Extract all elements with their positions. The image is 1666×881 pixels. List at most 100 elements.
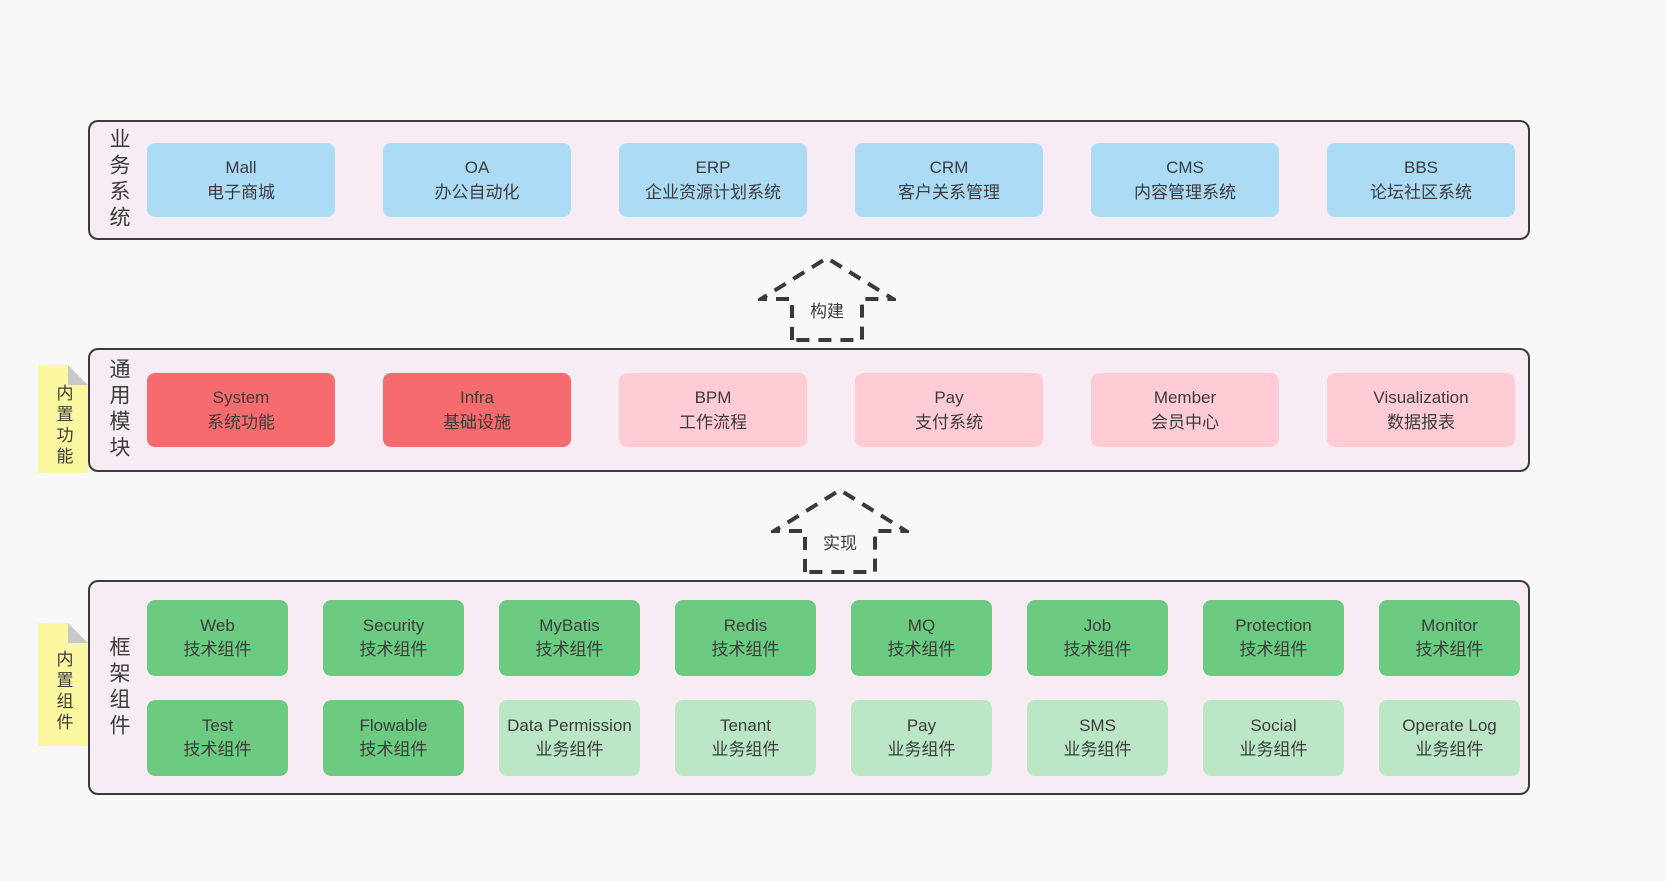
box-title: CRM	[929, 157, 969, 177]
sticky-note-label: 内置组件	[53, 649, 73, 734]
box-subtitle: 基础设施	[443, 413, 511, 432]
box-title: Protection	[1235, 615, 1312, 635]
box-pay-business: Pay 业务组件	[851, 699, 992, 776]
modules-boxes-row: System 系统功能 Infra 基础设施 BPM 工作流程 Pay 支付系统…	[147, 373, 1529, 447]
box-mq: MQ 技术组件	[851, 599, 992, 676]
box-member: Member 会员中心	[1091, 373, 1279, 447]
panel-side-label-modules: 通用模块	[107, 358, 130, 462]
box-subtitle: 论坛社区系统	[1370, 183, 1472, 202]
box-sms: SMS 业务组件	[1027, 699, 1168, 776]
box-oa: OA 办公自动化	[383, 143, 571, 217]
box-subtitle: 业务组件	[711, 739, 780, 759]
dashed-up-arrow-icon	[771, 487, 909, 574]
box-title: BPM	[694, 387, 732, 407]
box-subtitle: 内容管理系统	[1134, 183, 1236, 202]
box-title: ERP	[695, 157, 731, 177]
box-title: Member	[1153, 387, 1217, 407]
box-subtitle: 业务组件	[535, 739, 604, 759]
box-subtitle: 业务组件	[1415, 739, 1484, 759]
build-arrow: 构建	[758, 255, 896, 343]
box-title: Flowable	[359, 715, 428, 735]
box-title: Visualization	[1373, 387, 1469, 407]
box-title: Data Permission	[507, 715, 632, 735]
box-title: Pay	[934, 387, 964, 407]
sticky-note-builtin-components: 内置组件	[38, 623, 88, 746]
box-title: OA	[464, 157, 490, 177]
box-subtitle: 系统功能	[207, 413, 275, 432]
box-subtitle: 技术组件	[183, 639, 252, 659]
box-cms: CMS 内容管理系统	[1091, 143, 1279, 217]
box-title: Job	[1083, 615, 1112, 635]
box-subtitle: 技术组件	[711, 639, 780, 659]
box-subtitle: 企业资源计划系统	[645, 183, 781, 202]
box-redis: Redis 技术组件	[675, 599, 816, 676]
box-subtitle: 办公自动化	[434, 183, 520, 202]
box-test: Test 技术组件	[147, 699, 288, 776]
box-protection: Protection 技术组件	[1203, 599, 1344, 676]
box-title: SMS	[1079, 715, 1116, 735]
box-title: System	[212, 387, 270, 407]
box-subtitle: 业务组件	[1063, 739, 1132, 759]
box-title: CMS	[1166, 157, 1204, 177]
implement-arrow: 实现	[771, 487, 909, 575]
box-subtitle: 会员中心	[1151, 413, 1219, 432]
box-title: Test	[201, 715, 234, 735]
box-title: Redis	[723, 615, 768, 635]
box-title: BBS	[1403, 157, 1439, 177]
box-visualization: Visualization 数据报表	[1327, 373, 1515, 447]
box-subtitle: 技术组件	[1415, 639, 1484, 659]
box-job: Job 技术组件	[1027, 599, 1168, 676]
box-crm: CRM 客户关系管理	[855, 143, 1043, 217]
box-flowable: Flowable 技术组件	[323, 699, 464, 776]
box-system: System 系统功能	[147, 373, 335, 447]
sticky-note-builtin-features: 内置功能	[38, 365, 88, 473]
panel-side-label-business: 业务系统	[107, 128, 130, 232]
box-erp: ERP 企业资源计划系统	[619, 143, 807, 217]
box-title: Security	[362, 615, 425, 635]
box-subtitle: 技术组件	[359, 639, 428, 659]
box-social: Social 业务组件	[1203, 699, 1344, 776]
business-boxes-row: Mall 电子商城 OA 办公自动化 ERP 企业资源计划系统 CRM 客户关系…	[147, 143, 1529, 217]
box-title: Pay	[906, 715, 937, 735]
box-title: Web	[200, 615, 235, 635]
box-title: Monitor	[1421, 615, 1478, 635]
box-mybatis: MyBatis 技术组件	[499, 599, 640, 676]
box-title: Social	[1250, 715, 1297, 735]
implement-arrow-label: 实现	[819, 528, 861, 555]
box-title: Operate Log	[1402, 715, 1497, 735]
box-subtitle: 业务组件	[887, 739, 956, 759]
dashed-up-arrow-icon	[758, 255, 896, 342]
panel-framework-components: 框架组件 Web 技术组件 Security 技术组件 MyBatis 技术组件…	[88, 580, 1530, 795]
box-monitor: Monitor 技术组件	[1379, 599, 1520, 676]
box-title: MyBatis	[539, 615, 600, 635]
sticky-note-label: 内置功能	[53, 384, 73, 468]
box-infra: Infra 基础设施	[383, 373, 571, 447]
panel-common-modules: 通用模块 System 系统功能 Infra 基础设施 BPM 工作流程 Pay…	[88, 348, 1530, 472]
box-subtitle: 技术组件	[359, 739, 428, 759]
box-title: Tenant	[719, 715, 772, 735]
panel-side-label-framework: 框架组件	[107, 635, 130, 740]
box-mall: Mall 电子商城	[147, 143, 335, 217]
box-data-permission: Data Permission 业务组件	[499, 699, 640, 776]
box-subtitle: 客户关系管理	[898, 183, 1000, 202]
box-bpm: BPM 工作流程	[619, 373, 807, 447]
box-subtitle: 技术组件	[183, 739, 252, 759]
framework-boxes-grid: Web 技术组件 Security 技术组件 MyBatis 技术组件 Redi…	[147, 599, 1530, 776]
box-subtitle: 技术组件	[1239, 639, 1308, 659]
box-subtitle: 电子商城	[207, 183, 275, 202]
box-tenant: Tenant 业务组件	[675, 699, 816, 776]
panel-business-systems: 业务系统 Mall 电子商城 OA 办公自动化 ERP 企业资源计划系统 CRM…	[88, 120, 1530, 240]
box-bbs: BBS 论坛社区系统	[1327, 143, 1515, 217]
box-title: Mall	[225, 157, 257, 177]
box-title: Infra	[459, 387, 495, 407]
box-pay: Pay 支付系统	[855, 373, 1043, 447]
box-subtitle: 技术组件	[535, 639, 604, 659]
box-subtitle: 数据报表	[1387, 413, 1455, 432]
build-arrow-label: 构建	[806, 296, 848, 323]
box-subtitle: 技术组件	[1063, 639, 1132, 659]
box-subtitle: 工作流程	[679, 413, 747, 432]
box-subtitle: 技术组件	[887, 639, 956, 659]
box-security: Security 技术组件	[323, 599, 464, 676]
box-title: MQ	[907, 615, 936, 635]
